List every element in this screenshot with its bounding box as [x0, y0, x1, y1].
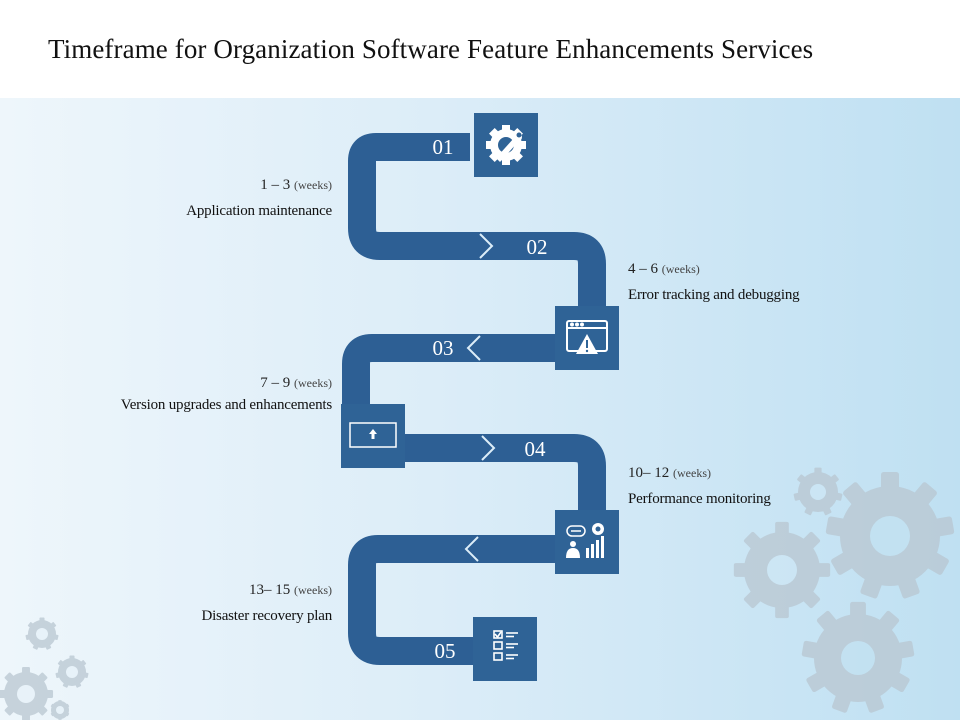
- step-4-duration: 10– 12 (weeks): [628, 464, 928, 482]
- step-1-icon-box: [474, 113, 538, 177]
- title-bar: Timeframe for Organization Software Feat…: [0, 0, 960, 98]
- duration-value: 1 – 3: [260, 177, 291, 193]
- step-2-label: Error tracking and debugging: [628, 287, 800, 303]
- step-1-number: 01: [432, 135, 454, 159]
- step-2-duration: 4 – 6 (weeks): [628, 260, 928, 278]
- checklist-icon: [493, 630, 518, 661]
- analytics-person-icon: [566, 523, 604, 558]
- step-4-icon-box: [555, 510, 619, 574]
- step-3-label: Version upgrades and enhancements: [120, 397, 332, 413]
- step-4-text: 10– 12 (weeks) Performance monitoring: [628, 464, 928, 508]
- duration-unit: (weeks): [294, 376, 332, 390]
- duration-value: 4 – 6: [628, 261, 658, 277]
- step-3-text: 7 – 9 (weeks) Version upgrades and enhan…: [32, 374, 332, 414]
- step-2-text: 4 – 6 (weeks) Error tracking and debuggi…: [628, 260, 928, 304]
- duration-unit: (weeks): [673, 466, 711, 480]
- step-5-duration: 13– 15 (weeks): [32, 581, 332, 599]
- step-3-number: 03: [432, 336, 454, 360]
- browser-warning-icon: [566, 320, 608, 354]
- step-4-number: 04: [524, 437, 546, 461]
- timeline-flow: [0, 113, 955, 720]
- step-2-icon-box: [555, 306, 619, 370]
- upload-window-icon: [349, 422, 397, 448]
- step-5-label: Disaster recovery plan: [201, 608, 332, 624]
- diagram-area: 01 02 03 04 05 1 – 3 (weeks) Application…: [0, 98, 960, 720]
- background-gears-icon: [0, 467, 955, 720]
- step-3-icon-box: [341, 404, 405, 468]
- step-1-label: Application maintenance: [186, 203, 332, 219]
- duration-value: 13– 15: [249, 582, 291, 598]
- page-title: Timeframe for Organization Software Feat…: [48, 34, 814, 64]
- timeline-path: [342, 133, 606, 665]
- step-2-number: 02: [526, 235, 548, 259]
- path-arrows: [464, 233, 496, 562]
- gear-wrench-icon: [486, 125, 526, 165]
- step-4-label: Performance monitoring: [628, 491, 771, 507]
- step-5-number: 05: [434, 639, 456, 663]
- step-5-icon-box: [473, 617, 537, 681]
- step-3-duration: 7 – 9 (weeks): [32, 374, 332, 392]
- step-1-duration: 1 – 3 (weeks): [32, 176, 332, 194]
- duration-unit: (weeks): [661, 262, 700, 276]
- duration-value: 7 – 9: [260, 375, 291, 391]
- duration-unit: (weeks): [294, 583, 332, 597]
- step-5-text: 13– 15 (weeks) Disaster recovery plan: [32, 581, 332, 625]
- step-1-text: 1 – 3 (weeks) Application maintenance: [32, 176, 332, 220]
- duration-unit: (weeks): [294, 178, 332, 192]
- duration-value: 10– 12: [628, 465, 670, 481]
